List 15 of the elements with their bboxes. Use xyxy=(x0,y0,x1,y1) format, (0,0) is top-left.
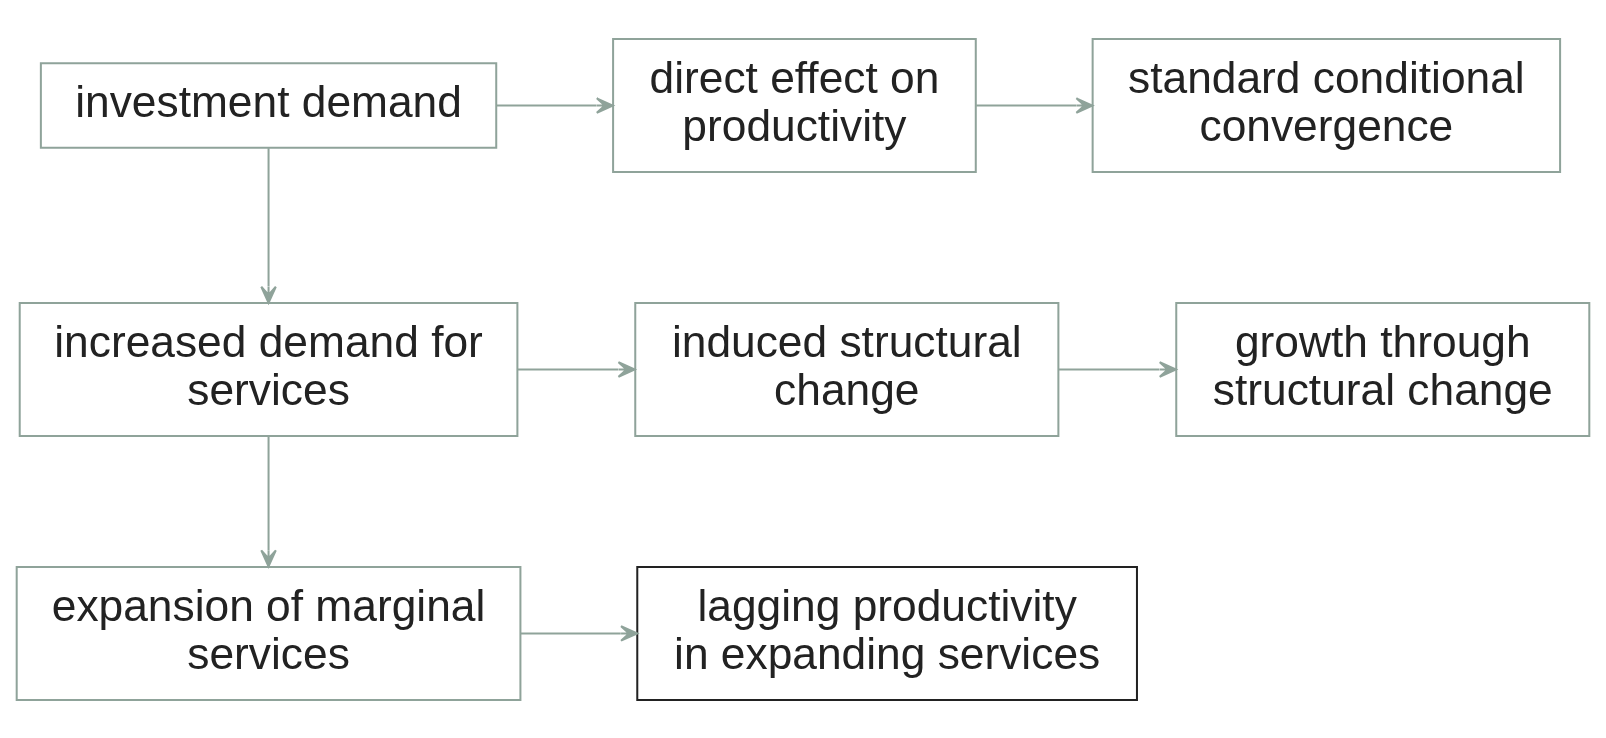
node-box: expansion of marginal services xyxy=(15,565,522,701)
arrow xyxy=(976,96,1094,114)
node-box: growth through structural change xyxy=(1175,301,1591,437)
arrow xyxy=(496,96,614,114)
node-box: investment demand xyxy=(39,61,498,149)
arrow xyxy=(517,360,636,378)
arrow xyxy=(520,624,639,642)
node-box: direct effect on productivity xyxy=(612,37,977,173)
arrow xyxy=(1058,360,1177,378)
node-box: standard conditional convergence xyxy=(1091,37,1562,173)
arrow xyxy=(260,435,277,567)
node-box: induced structural change xyxy=(634,301,1060,437)
node-box: lagging productivity in expanding services xyxy=(636,565,1138,701)
arrow xyxy=(260,147,277,304)
node-box: increased demand for services xyxy=(18,301,519,437)
